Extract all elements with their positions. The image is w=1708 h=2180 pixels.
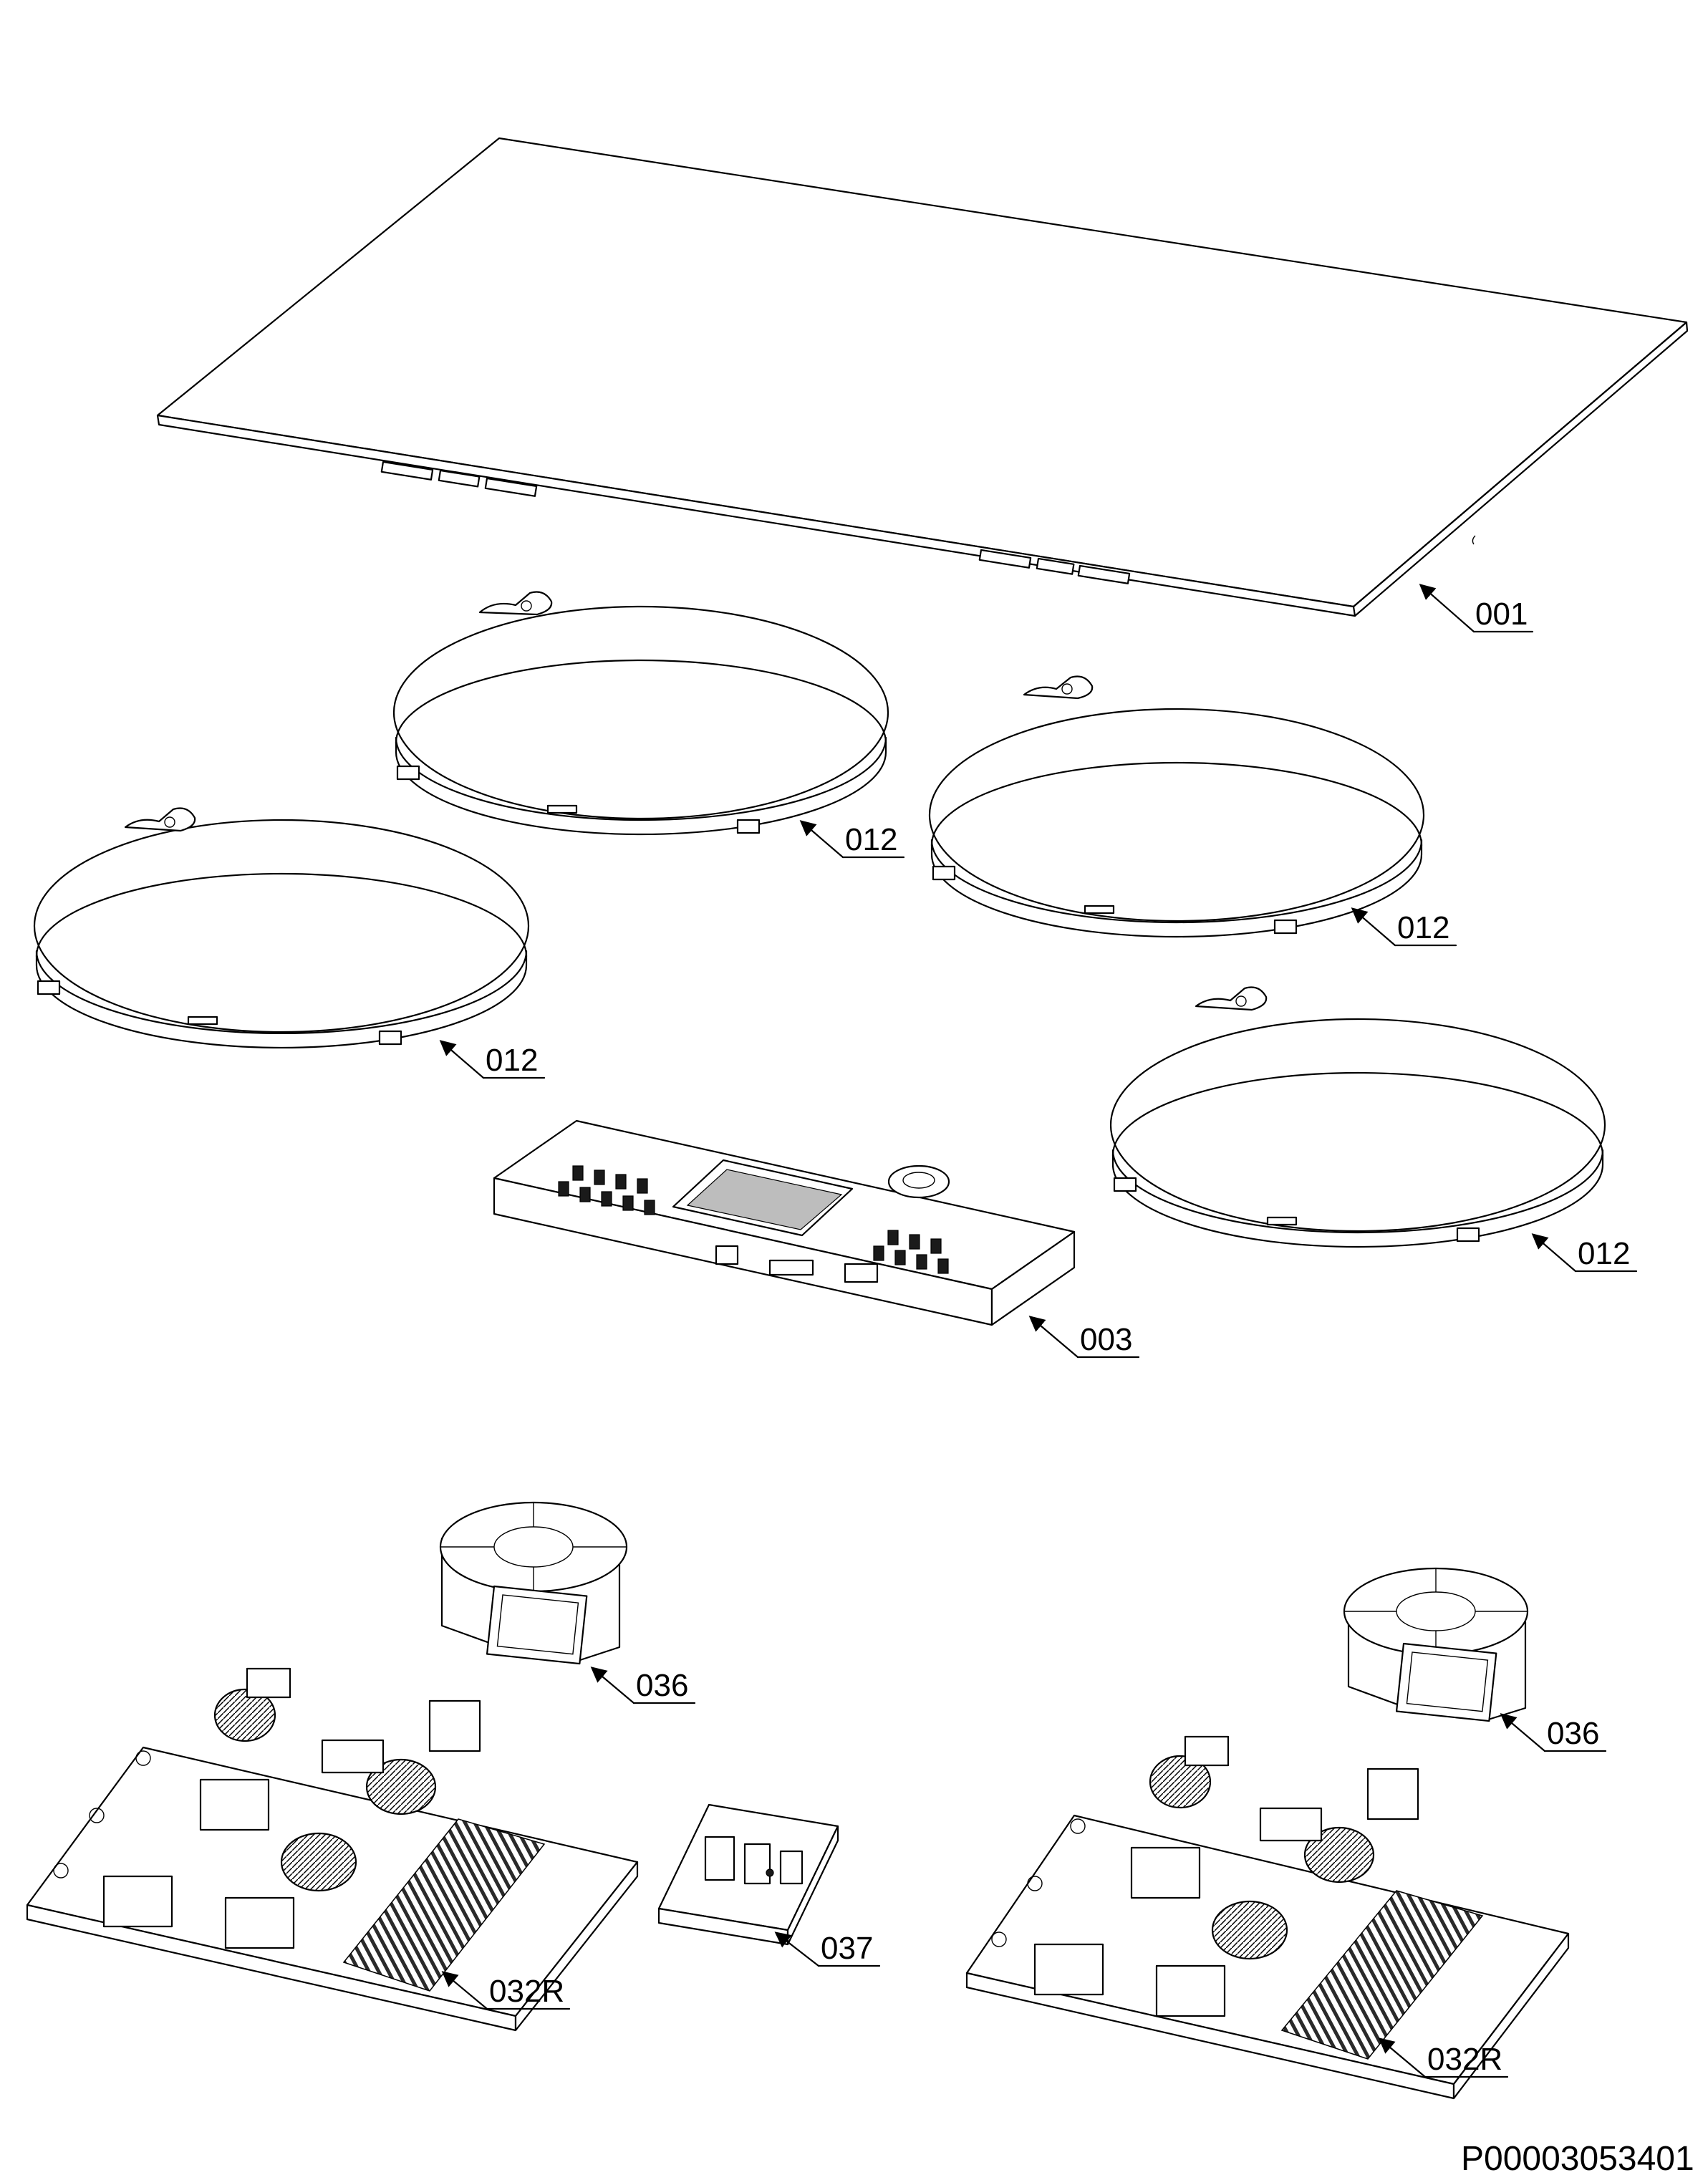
induction-coil-rear-right	[928, 675, 1425, 938]
callout-label-zone-rear-left: 012	[845, 822, 897, 857]
callout-label-fan-right: 036	[1547, 1716, 1599, 1751]
glass-top-part	[156, 137, 1689, 617]
callout-leaders	[439, 584, 1638, 2078]
callout-label-zone-rear-right: 012	[1397, 910, 1449, 945]
cooling-fan-right	[1343, 1567, 1529, 1722]
induction-coil-rear-left	[392, 591, 889, 836]
callout-label-zone-front-left: 012	[486, 1043, 538, 1078]
callout-label-zone-front-right: 012	[1578, 1236, 1630, 1271]
glass-top-brackets	[380, 460, 1131, 584]
callout-label-glass-top: 001	[1475, 597, 1528, 632]
filter-module-part	[657, 1803, 839, 1946]
induction-coil-front-right	[1109, 986, 1606, 1248]
power-board-left	[26, 1667, 639, 2032]
drawing-id-label: P00003053401	[1461, 2140, 1694, 2178]
induction-coil-front-left	[33, 807, 530, 1049]
callout-label-control-board: 003	[1080, 1322, 1132, 1357]
callout-label-power-board-left: 032R	[489, 1974, 564, 2009]
callout-label-power-board-right: 032R	[1427, 2042, 1502, 2077]
control-board-part	[493, 1119, 1076, 1326]
power-board-right	[965, 1735, 1570, 2100]
callout-label-filter-module: 037	[821, 1931, 873, 1966]
cooling-fan-left	[439, 1501, 628, 1665]
control-board-buttons	[558, 1165, 949, 1274]
callout-label-fan-left: 036	[636, 1668, 688, 1703]
